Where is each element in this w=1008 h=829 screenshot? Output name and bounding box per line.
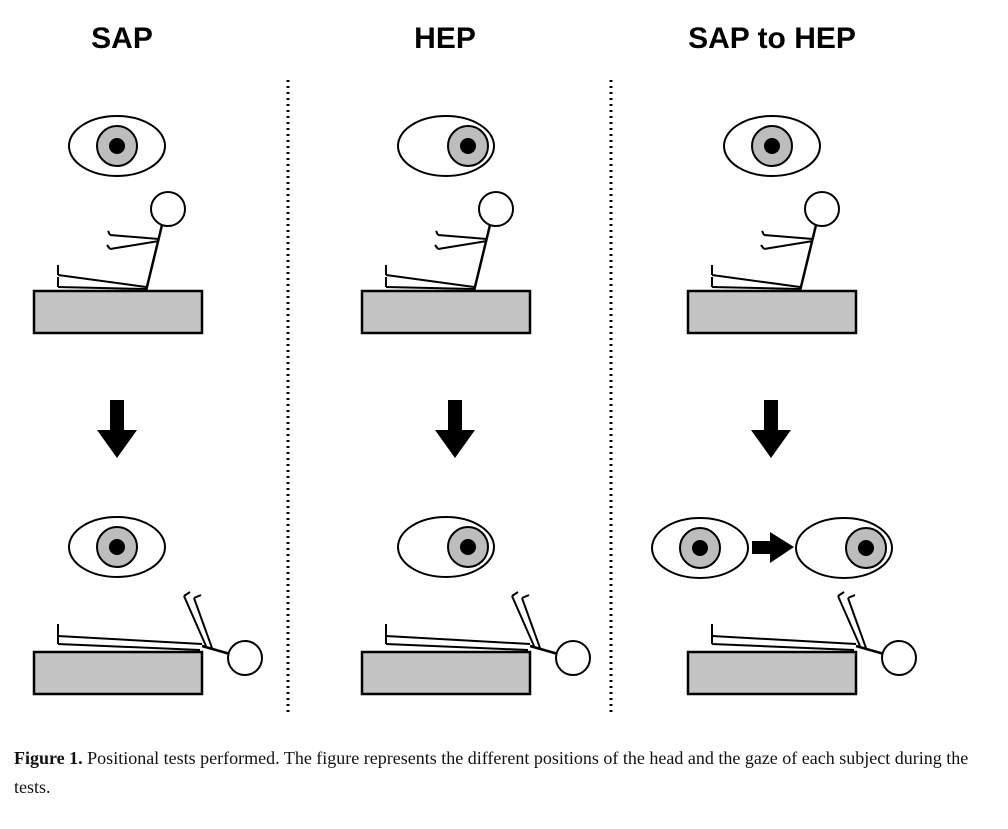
eye-gaze-center-icon [68, 115, 166, 177]
panel-sap-to-hep [651, 115, 918, 696]
down-arrow-icon [97, 400, 137, 458]
bed-icon [360, 650, 532, 696]
figure-caption: Figure 1. Positional tests performed. Th… [14, 744, 999, 802]
seated-figure-icon [710, 190, 841, 293]
figure-label: Figure 1. [14, 748, 83, 768]
panel-title-hep: HEP [414, 22, 476, 55]
bed-icon [360, 289, 532, 335]
figure-caption-text: Positional tests performed. The figure r… [14, 748, 969, 797]
eye-gaze-center-icon [723, 115, 821, 177]
panel-hep [360, 115, 592, 696]
seated-figure-icon [384, 190, 515, 293]
bed-icon [32, 650, 204, 696]
positional-tests-diagram [32, 80, 918, 716]
panel-title-sap: SAP [91, 22, 153, 55]
eye-gaze-center-icon [651, 517, 749, 579]
bed-icon [686, 650, 858, 696]
eye-gaze-right-icon [795, 517, 893, 579]
down-arrow-icon [435, 400, 475, 458]
bed-icon [686, 289, 858, 335]
eye-gaze-right-icon [397, 516, 495, 578]
bed-icon [32, 289, 204, 335]
seated-figure-icon [56, 190, 187, 293]
down-arrow-icon [751, 400, 791, 458]
panel-title-sap-to-hep: SAP to HEP [688, 22, 856, 55]
eye-gaze-right-icon [397, 115, 495, 177]
eye-gaze-center-icon [68, 516, 166, 578]
right-arrow-icon [752, 532, 794, 563]
panel-sap [32, 115, 264, 696]
